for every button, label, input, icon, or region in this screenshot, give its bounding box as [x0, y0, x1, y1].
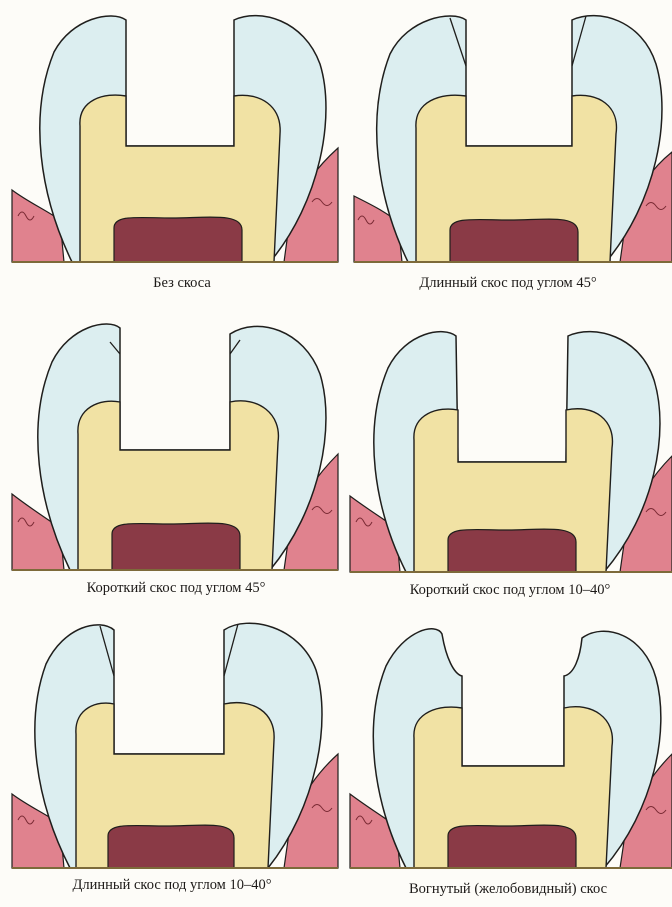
- pulp: [114, 217, 242, 262]
- pulp: [448, 529, 576, 572]
- tooth-panel-short-bevel-45: [12, 314, 338, 576]
- pulp: [108, 825, 234, 868]
- caption-short-bevel-45: Короткий скос под углом 45°: [87, 580, 266, 597]
- caption-long-bevel-45: Длинный скос под углом 45°: [419, 275, 596, 292]
- tooth-diagram-long-bevel-10-40: [12, 608, 338, 873]
- tooth-panel-no-bevel: [12, 6, 338, 268]
- tooth-panel-short-bevel-10-40: [350, 322, 672, 577]
- caption-short-bevel-10-40: Короткий скос под углом 10–40°: [410, 582, 611, 599]
- tooth-diagram-concave-bevel: [350, 618, 672, 873]
- bevel-cut: [100, 624, 238, 676]
- caption-concave-bevel: Вогнутый (желобовидный) скос: [409, 881, 607, 898]
- tooth-panel-concave-bevel: [350, 618, 672, 873]
- bevel-cut: [450, 16, 586, 66]
- tooth-panel-long-bevel-10-40: [12, 608, 338, 873]
- caption-long-bevel-10-40: Длинный скос под углом 10–40°: [72, 877, 271, 894]
- tooth-diagram-long-bevel-45: [354, 6, 672, 268]
- pulp: [112, 523, 240, 570]
- pulp: [450, 219, 578, 262]
- bevel-cut: [110, 340, 240, 354]
- pulp: [448, 825, 576, 868]
- tooth-panel-long-bevel-45: [354, 6, 672, 268]
- tooth-diagram-no-bevel: [12, 6, 338, 268]
- tooth-diagram-short-bevel-45: [12, 314, 338, 576]
- tooth-diagram-short-bevel-10-40: [350, 322, 672, 577]
- caption-no-bevel: Без скоса: [153, 275, 211, 292]
